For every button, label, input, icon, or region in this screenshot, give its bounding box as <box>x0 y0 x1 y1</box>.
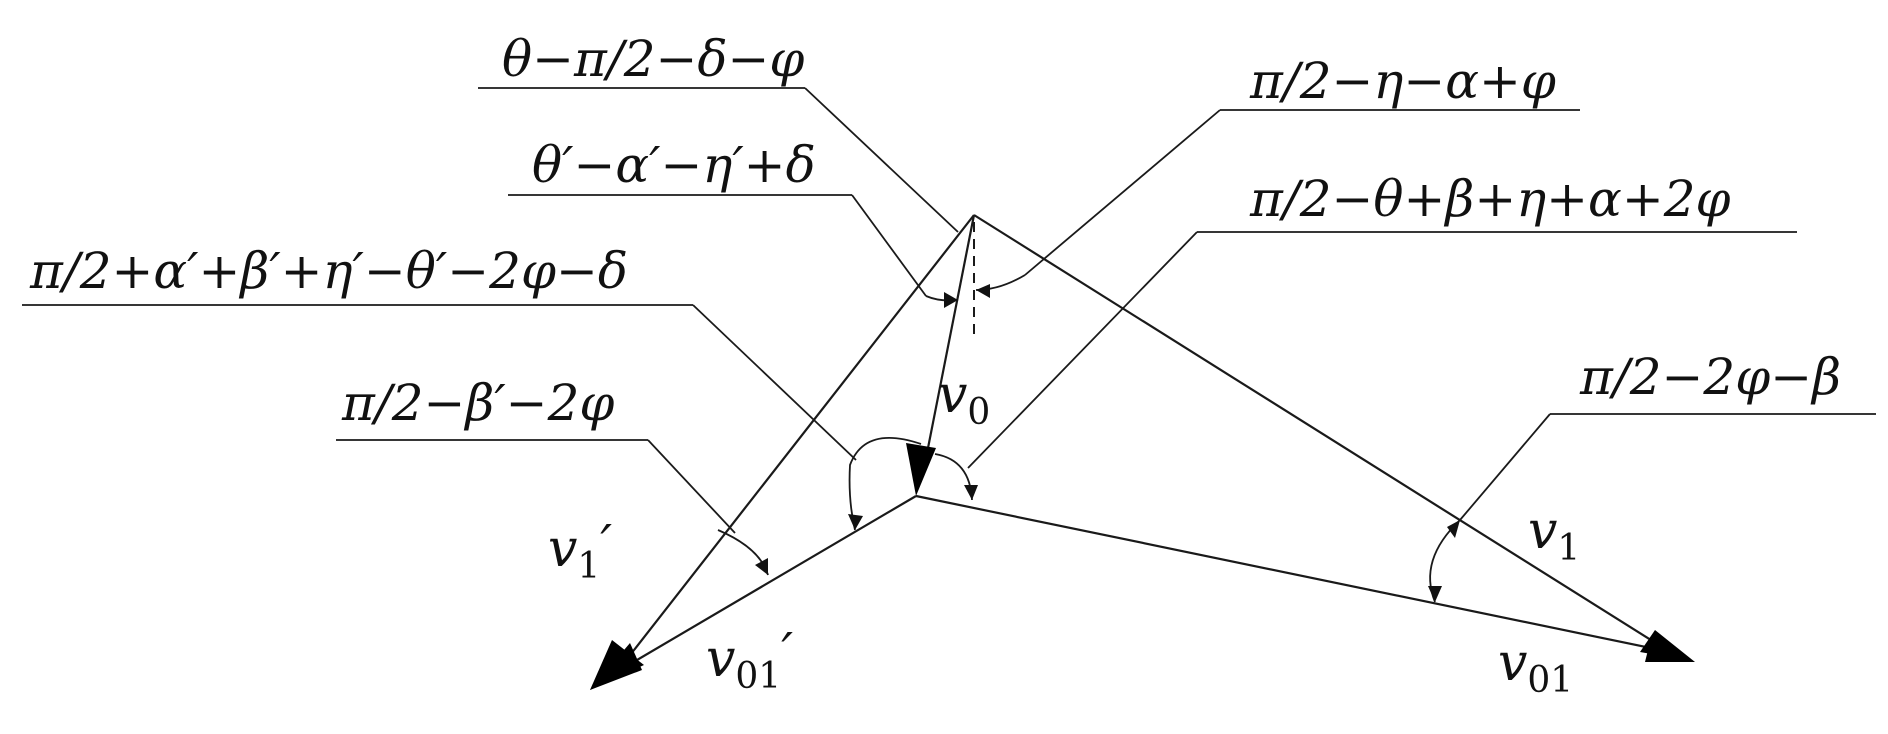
label-v01-prime: v01′ <box>706 623 793 697</box>
arc-tick-4 <box>964 485 978 500</box>
leader-pi2-2phi-beta <box>1459 413 1551 521</box>
label-thetap-alphap-etap-delta: θ′−α′−η′+δ <box>532 136 816 194</box>
arc-tick-2 <box>976 284 990 298</box>
right-small-angle-arc <box>934 453 973 501</box>
leader-thetap-alphap-etap-delta <box>851 194 927 297</box>
left-large-angle-arc <box>848 437 922 531</box>
arc-tick-6 <box>1428 586 1442 602</box>
label-theta-pi2-delta-phi: θ−π/2−δ−φ <box>502 30 804 88</box>
arc-tick-1 <box>944 292 958 308</box>
v01-prime-vector-line <box>619 495 917 671</box>
label-pi2-theta-beta-eta-alpha-2phi: π/2−θ+β+η+α+2φ <box>1249 170 1731 228</box>
leader-pi2-alphap-betap-etap-thetap-2phi-delta <box>692 304 857 461</box>
label-v1: v1 <box>1528 501 1580 569</box>
leader-pi2-betap-2phi <box>647 439 736 534</box>
v01-prime-arrowhead <box>590 643 642 690</box>
arc-tick-7 <box>1447 520 1460 538</box>
label-v1-prime: v1′ <box>548 515 612 587</box>
leader-pi2-theta-beta-eta-alpha-2phi <box>967 231 1198 469</box>
v0-vector-line <box>926 214 976 449</box>
label-v01: v01 <box>1498 633 1573 701</box>
v01-arrowhead <box>1645 642 1695 662</box>
leader-theta-pi2-delta-phi <box>804 87 959 233</box>
label-v0: v0 <box>938 365 990 433</box>
leader-pi2-eta-alpha-phi <box>1024 109 1221 276</box>
label-pi2-alphap-betap-etap-thetap-2phi-delta: π/2+α′+β′+η′−θ′−2φ−δ <box>29 242 628 300</box>
label-pi2-2phi-beta: π/2−2φ−β <box>1579 348 1841 406</box>
label-pi2-eta-alpha-phi: π/2−η−α+φ <box>1249 52 1556 110</box>
label-pi2-betap-2phi: π/2−β′−2φ <box>341 374 614 432</box>
v0-arrowhead <box>906 443 936 496</box>
arc-tick-5 <box>755 558 768 575</box>
v1-vector-line <box>973 214 1671 653</box>
v01-vector-line <box>915 494 1671 654</box>
v1-prime-vector-line <box>619 214 975 669</box>
arc-tick-3 <box>848 514 863 530</box>
